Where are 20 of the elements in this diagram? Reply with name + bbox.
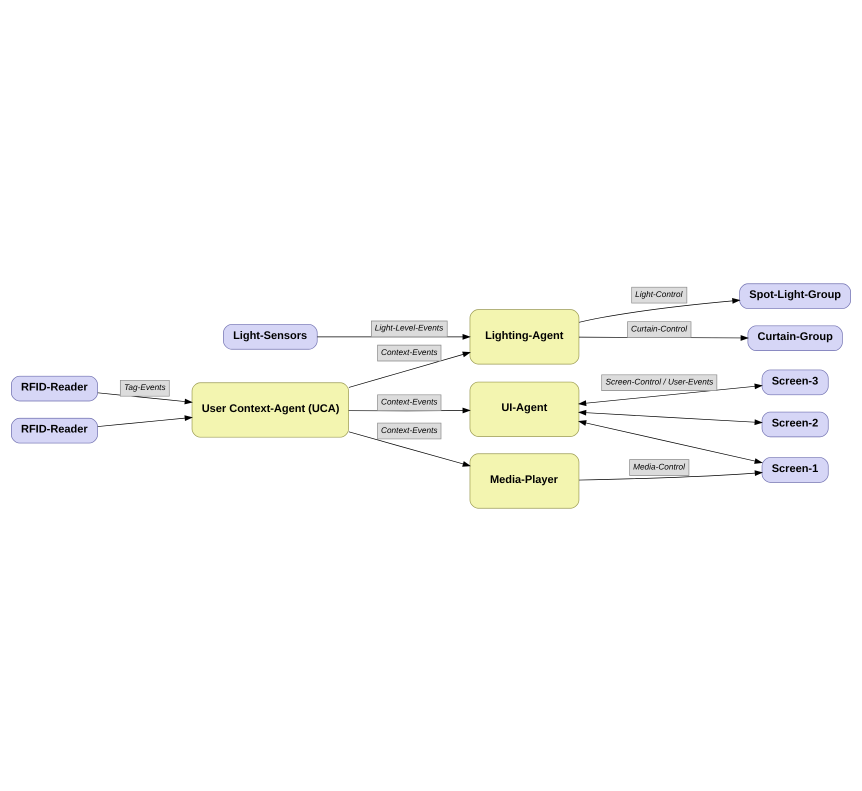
node-box: RFID-Reader xyxy=(11,417,98,443)
node-box: Curtain-Group xyxy=(748,324,843,350)
arrow xyxy=(578,420,763,464)
node-box: Spot-Light-Group xyxy=(739,282,851,308)
arrow xyxy=(97,414,193,426)
node-box: Media-Player xyxy=(470,452,580,508)
node-box: RFID-Reader xyxy=(11,375,98,401)
node-box: UI-Agent xyxy=(470,381,580,436)
arrow xyxy=(578,409,763,425)
node-box: Screen-1 xyxy=(762,456,829,482)
arrow xyxy=(578,470,764,480)
node-box: Light-Sensors xyxy=(223,324,318,350)
node-box: User Context-Agent (UCA) xyxy=(192,382,349,438)
arrow xyxy=(348,351,471,388)
node-box: Lighting-Agent xyxy=(470,308,580,364)
node-box: Screen-3 xyxy=(762,369,829,395)
node-box: Screen-2 xyxy=(762,411,829,437)
arrow xyxy=(578,382,763,406)
arrow xyxy=(578,298,741,322)
arrow xyxy=(348,431,471,466)
